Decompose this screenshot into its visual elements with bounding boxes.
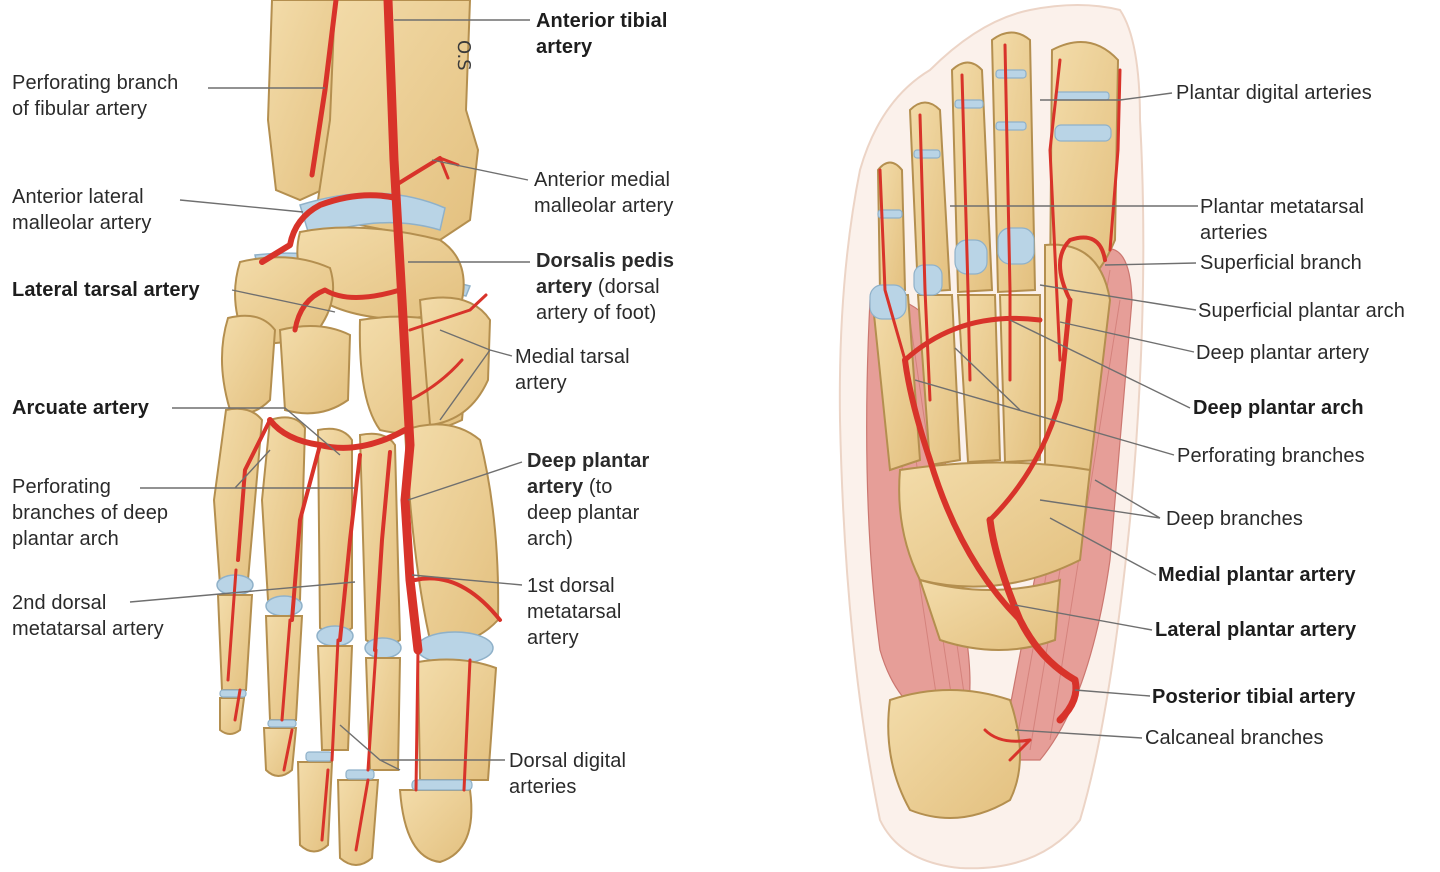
label-deep-plantar-artery-dorsal: Deep plantar artery (to deep plantar arc… xyxy=(527,450,650,550)
plantar-arteries xyxy=(878,43,1122,762)
tarsal-bones xyxy=(221,226,492,435)
label-anterior-tibial-artery: Anterior tibial artery xyxy=(536,10,668,58)
ip-cartilage xyxy=(219,689,473,791)
label-superficial-branch: Superficial branch xyxy=(1200,252,1362,274)
label-dorsalis-pedis-artery: Dorsalis pedis artery (dorsal artery of … xyxy=(536,250,675,324)
label-perforating-branch-fibular: Perforating branch of fibular artery xyxy=(12,72,179,120)
label-anterior-lateral-malleolar: Anterior lateral malleolar artery xyxy=(12,186,152,234)
label-plantar-digital-arteries: Plantar digital arteries xyxy=(1176,82,1372,104)
label-deep-plantar-arch: Deep plantar arch xyxy=(1193,397,1364,419)
label-deep-branches: Deep branches xyxy=(1166,508,1303,530)
label-medial-tarsal-artery: Medial tarsal artery xyxy=(515,346,630,394)
label-plantar-metatarsal-arteries: Plantar metatarsal arteries xyxy=(1200,196,1365,244)
dorsal-arteries xyxy=(226,0,502,852)
metatarsal-bones xyxy=(212,407,500,647)
label-anterior-medial-malleolar: Anterior medial malleolar artery xyxy=(534,169,674,217)
label-medial-plantar-artery: Medial plantar artery xyxy=(1158,564,1356,586)
label-superficial-plantar-arch: Superficial plantar arch xyxy=(1198,300,1405,322)
phalanges xyxy=(216,594,498,866)
label-lateral-plantar-artery: Lateral plantar artery xyxy=(1155,619,1357,641)
label-deep-plantar-artery-plantar: Deep plantar artery xyxy=(1196,342,1370,364)
right-leader-lines xyxy=(914,92,1198,739)
label-perforating-branches: Perforating branches xyxy=(1177,445,1365,467)
label-dorsal-digital-arteries: Dorsal digital arteries xyxy=(509,750,627,798)
label-perforating-branches-deep-plantar-arch: Perforating branches of deep plantar arc… xyxy=(12,476,169,550)
dorsal-foot-view xyxy=(212,0,502,866)
plantar-cartilage xyxy=(869,69,1112,320)
label-calcaneal-branches: Calcaneal branches xyxy=(1145,727,1324,749)
plantar-foot-view xyxy=(838,4,1145,870)
label-arcuate-artery: Arcuate artery xyxy=(12,397,150,419)
label-lateral-tarsal-artery: Lateral tarsal artery xyxy=(12,279,200,301)
leg-bones xyxy=(266,0,480,242)
artist-signature: O.S xyxy=(453,40,474,71)
left-leader-lines xyxy=(129,19,530,771)
label-posterior-tibial-artery: Posterior tibial artery xyxy=(1152,686,1356,708)
label-second-dorsal-metatarsal: 2nd dorsal metatarsal artery xyxy=(12,592,164,640)
label-first-dorsal-metatarsal: 1st dorsal metatarsal artery xyxy=(527,575,622,649)
